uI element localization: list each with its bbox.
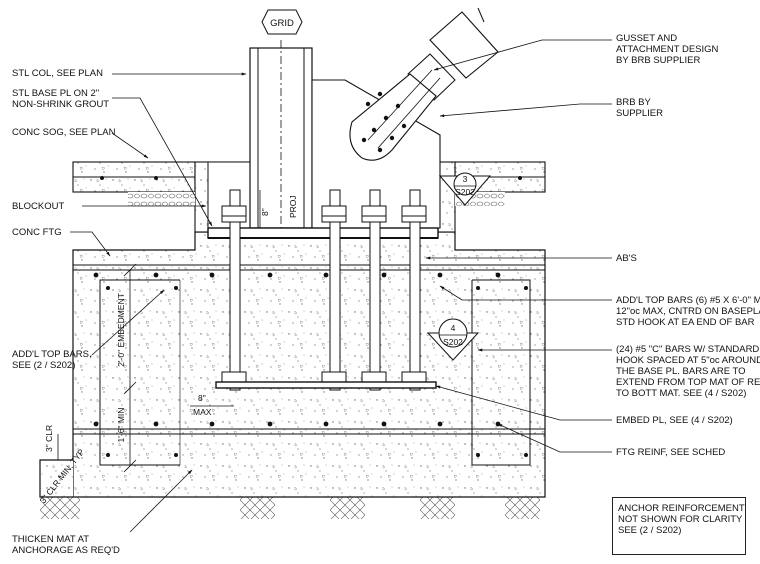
label-base-pl-2: NON-SHRINK GROUT [12,99,109,110]
label-addl-1: ADD'L TOP BARS (6) #5 X 6'-0" MIN AT [616,295,760,306]
label-c-bars-3: THE BASE PL. BARS ARE TO [616,366,746,377]
label-blockout: BLOCKOUT [12,201,64,212]
base-plate [207,227,439,239]
concrete-footing [39,231,546,498]
note-box [612,497,746,555]
label-addl-2: 12"oc MAX, CNTRD ON BASEPLATE; [616,306,760,317]
label-embed-pl: EMBED PL, SEE (4 / S202) [616,415,733,426]
label-thicken-1: THICKEN MAT AT [12,534,89,545]
section-tag-3-sheet: S202 [455,187,475,197]
dim-proj-8: 8" [260,208,270,216]
label-c-bars-2: HOOK SPACED AT 5"oc AROUND [616,355,760,366]
note-line-3: SEE (2 / S202) [618,525,681,536]
anchor-bolts [215,189,437,391]
rebar-dots [93,176,528,457]
section-tag-3-number: 3 [463,174,468,184]
section-tag-4-sheet: S202 [443,337,463,347]
leader-lines [70,39,612,533]
label-c-bars-4: EXTEND FROM TOP MAT OF REINF [616,377,760,388]
dimension-lines [57,190,261,473]
label-abs: AB'S [616,253,637,264]
grid-tag-label: GRID [270,18,294,29]
section-tag-4-number: 4 [451,323,456,333]
dim-proj: PROJ [288,195,298,218]
earth-hatch [40,497,540,519]
note-line-2: NOT SHOWN FOR CLARITY [618,514,743,525]
dim-clr: 3" CLR [44,425,54,452]
grid-tag: GRID [261,9,303,35]
label-gusset-2: ATTACHMENT DESIGN [616,44,719,55]
footing-reinforcement [73,264,545,466]
section-tag-4: 4 S202 [426,318,480,361]
label-ftg-reinf: FTG REINF, SEE SCHED [616,447,725,458]
note-line-1: ANCHOR REINFORCEMENT [618,503,745,514]
label-conc-sog: CONC SOG, SEE PLAN [12,127,116,138]
brb-brace [349,7,499,161]
label-addl-top-1: ADD'L TOP BARS, [12,349,92,360]
label-gusset-3: BY BRB SUPPLIER [616,55,700,66]
label-brb-1: BRB BY [616,97,652,108]
label-brb-2: SUPPLIER [616,108,663,119]
label-c-bars-1: (24) #5 "C" BARS W/ STANDARD [616,344,759,355]
label-c-bars-5: TO BOTT MAT. SEE (4 / S202) [616,388,746,399]
dim-max-8: 8" [198,393,206,403]
label-gusset-1: GUSSET AND [616,33,677,44]
label-conc-ftg: CONC FTG [12,227,62,238]
label-thicken-2: ANCHORAGE AS REQ'D [12,545,120,556]
label-addl-3: STD HOOK AT EA END OF BAR [616,317,755,328]
section-tag-3: 3 S202 [438,172,492,206]
label-base-pl-1: STL BASE PL ON 2" [12,88,99,99]
label-addl-top-2: SEE (2 / S202) [12,360,75,371]
dim-max: MAX [193,407,212,417]
label-stl-col: STL COL, SEE PLAN [12,68,103,79]
dim-min: 1'-6" MIN [116,408,126,443]
dim-embedment: 2'-0" EMBEDMENT [116,293,126,367]
steel-column [249,40,313,229]
